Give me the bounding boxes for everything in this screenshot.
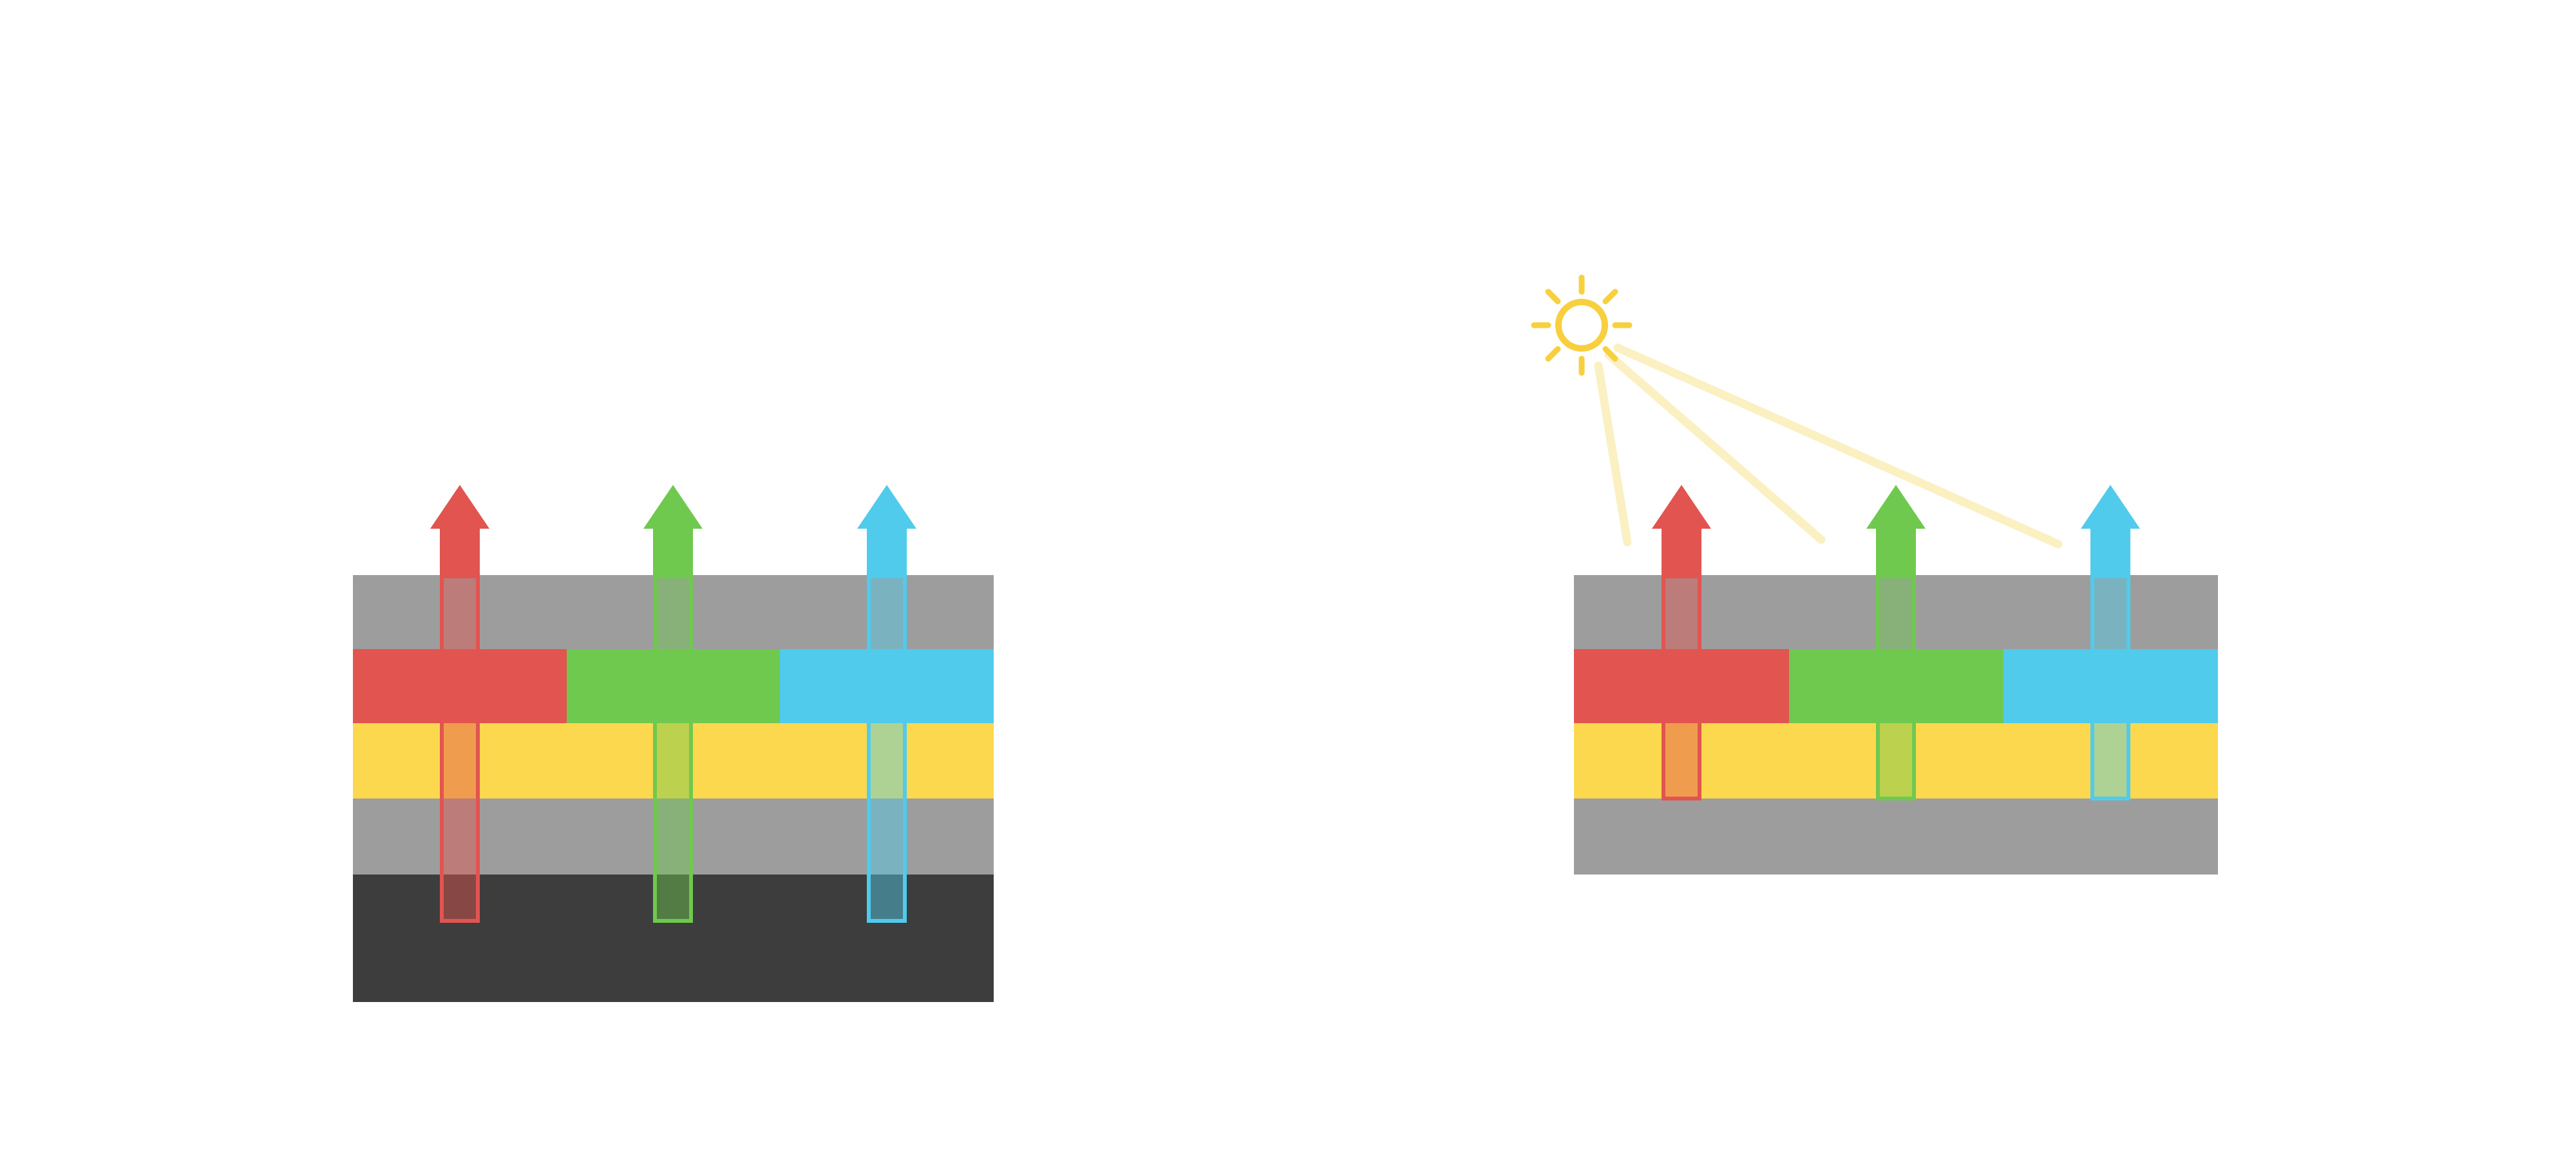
arrow-shaft-translucent (2090, 573, 2130, 800)
arrow-shaft-solid (2090, 525, 2130, 578)
left-green-light-arrow (643, 485, 703, 923)
sun-ray (1602, 346, 1618, 362)
left-blue-light-arrow (857, 485, 916, 923)
sunlight-beams (1594, 343, 2063, 549)
arrow-shaft-solid (1876, 525, 1916, 578)
arrow-shaft-solid (867, 525, 907, 578)
arrow-shaft-translucent (867, 573, 907, 923)
left-layer-backlight-dark (353, 875, 994, 1002)
arrow-head (643, 485, 703, 529)
arrow-shaft-solid (653, 525, 693, 578)
sun-ray (1602, 288, 1618, 305)
arrow-shaft-translucent (1662, 573, 1701, 800)
right-display-stack (1531, 274, 2218, 875)
left-display-stack (353, 485, 994, 1002)
sun-rays (1531, 274, 1633, 376)
left-color-segment-green (567, 649, 780, 723)
arrow-shaft-solid (1662, 525, 1701, 578)
right-green-light-arrow (1866, 485, 1926, 800)
right-blue-light-arrow (2081, 485, 2140, 800)
light-beam (1594, 361, 1632, 547)
arrow-shaft-solid (440, 525, 480, 578)
arrow-head (1866, 485, 1926, 529)
sun-ray (1545, 346, 1561, 362)
right-red-light-arrow (1652, 485, 1711, 800)
sun-icon (1531, 274, 1633, 376)
light-beam (1604, 350, 1826, 544)
left-layer-gray-bottom (353, 799, 994, 875)
arrow-head (430, 485, 489, 529)
left-layer-gray-top (353, 575, 994, 649)
left-color-segment-red (353, 649, 567, 723)
light-beam (1613, 343, 2063, 549)
arrow-head (1652, 485, 1711, 529)
arrow-head (857, 485, 916, 529)
right-layer-yellow (1574, 723, 2218, 799)
right-color-segment-red (1574, 649, 1789, 723)
right-layer-gray-top (1574, 575, 2218, 649)
sun-ray (1545, 288, 1561, 305)
arrow-head (2081, 485, 2140, 529)
right-color-segment-blue (2003, 649, 2218, 723)
sun-core (1555, 299, 1608, 352)
left-layer-yellow (353, 723, 994, 799)
arrow-shaft-translucent (1876, 573, 1916, 800)
arrow-shaft-translucent (653, 573, 693, 923)
left-red-light-arrow (430, 485, 489, 923)
left-color-segment-blue (780, 649, 994, 723)
right-layer-gray-bottom (1574, 799, 2218, 875)
right-color-segment-green (1789, 649, 2003, 723)
arrow-shaft-translucent (440, 573, 480, 923)
